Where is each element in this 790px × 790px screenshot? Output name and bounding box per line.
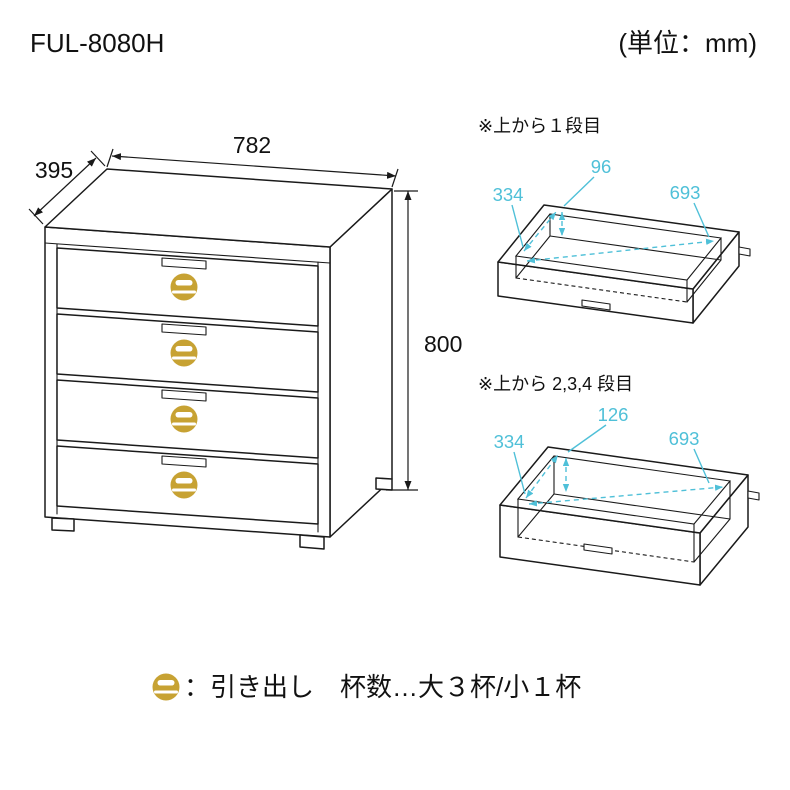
depth-value: 395 — [35, 157, 73, 183]
drawer-front-2 — [56, 313, 319, 393]
detail-1-title: ※上から１段目 — [478, 116, 601, 136]
dim-height: 800 — [386, 190, 462, 491]
drawer-icon — [170, 339, 198, 367]
drawer-detail-2: ※上から 2,3,4 段目 334 126 693 — [478, 374, 760, 586]
detail-1-dims: 334 96 693 — [493, 156, 715, 264]
detail-1-height: 96 — [591, 156, 612, 177]
height-value: 800 — [424, 331, 462, 357]
box-handle — [583, 543, 613, 555]
drawer-handle — [161, 455, 207, 468]
top-board-edge — [44, 242, 331, 264]
hidden-floor-edge — [515, 277, 688, 303]
box-stopper — [747, 490, 760, 501]
foot-front-right — [299, 534, 325, 550]
detail-1-width: 693 — [670, 182, 701, 203]
drawer-icon — [170, 471, 198, 499]
detail-2-dims: 334 126 693 — [494, 404, 724, 507]
detail-2-height: 126 — [598, 404, 629, 425]
legend-text: ：引き出し 杯数…大３杯/小１杯 — [184, 672, 581, 702]
drawer-detail-1: ※上から１段目 334 96 693 — [478, 116, 751, 324]
width-value: 782 — [233, 132, 271, 158]
dim-depth: 395 — [28, 150, 106, 225]
drawer-front-1 — [56, 247, 319, 327]
detail-2-width: 693 — [669, 428, 700, 449]
detail-1-depth: 334 — [493, 184, 524, 205]
box-handle — [581, 299, 611, 311]
foot-front-left — [51, 517, 75, 532]
drawer-icon — [152, 673, 180, 701]
unit-label: (単位：mm) — [618, 28, 757, 58]
drawer-handle — [161, 257, 207, 270]
hidden-floor-edge — [517, 536, 695, 563]
legend: ：引き出し 杯数…大３杯/小１杯 — [152, 672, 581, 702]
drawer-box-1 — [497, 204, 751, 324]
foot-back-right — [375, 477, 393, 491]
drawer-handle — [161, 389, 207, 402]
drawer-front-4 — [56, 445, 319, 525]
box-stopper — [738, 246, 751, 257]
dim-width: 782 — [106, 132, 399, 188]
drawer-front-3 — [56, 379, 319, 459]
drawer-handle — [161, 323, 207, 336]
drawer-icon — [170, 405, 198, 433]
drawer-icon — [170, 273, 198, 301]
chest-drawing — [44, 168, 393, 550]
detail-2-title: ※上から 2,3,4 段目 — [478, 374, 633, 394]
detail-2-depth: 334 — [494, 431, 525, 452]
drawer-box-2 — [499, 446, 760, 586]
product-code: FUL-8080H — [30, 28, 164, 58]
